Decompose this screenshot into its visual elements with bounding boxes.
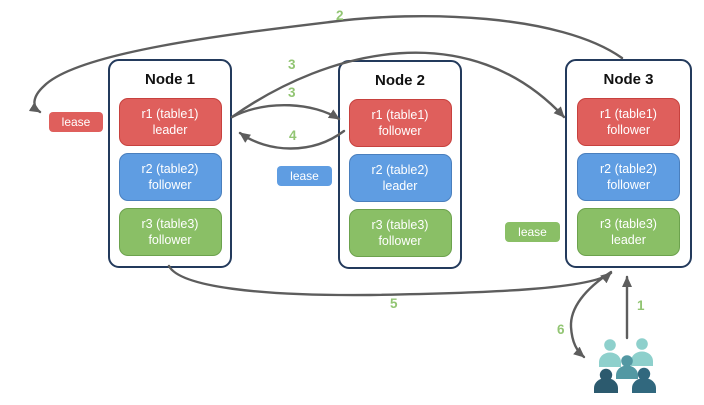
replica-id: r1 (table1) (371, 107, 429, 122)
node-1-replica-r3: r3 (table3) follower (118, 208, 222, 256)
node-2-title: Node 2 (374, 72, 425, 89)
replica-role: follower (606, 123, 651, 137)
replica-id: r2 (table2) (141, 161, 199, 176)
step-label-3b: 3 (288, 85, 296, 100)
node-1: Node 1 r1 (table1) leader r2 (table2) fo… (108, 59, 232, 268)
replica-role: follower (606, 178, 651, 192)
replica-role: leader (382, 179, 418, 193)
step-label-3a: 3 (288, 57, 296, 72)
replica-id: r2 (table2) (600, 161, 657, 176)
replica-id: r3 (table3) (141, 216, 199, 231)
users-group-icon (594, 338, 656, 393)
replica-role: follower (148, 233, 192, 247)
node-1-replica-r2: r2 (table2) follower (118, 153, 222, 201)
step-label-2: 2 (336, 8, 344, 23)
node-1-replica-r1: r1 (table1) leader (118, 98, 222, 146)
node-3-replica-r3: r3 (table3) leader (577, 208, 680, 256)
replica-id: r1 (table1) (600, 106, 657, 121)
node-2: Node 2 r1 (table1) follower r2 (table2) … (338, 60, 462, 269)
step-label-6: 6 (557, 322, 565, 337)
node-1-title: Node 1 (144, 71, 195, 88)
lease-badge-table3: lease (505, 222, 560, 242)
replica-id: r3 (table3) (371, 217, 429, 232)
node-3-replica-r2: r2 (table2) follower (577, 153, 680, 201)
step-label-1: 1 (637, 298, 645, 313)
replica-id: r1 (table1) (141, 106, 199, 121)
replica-role: leader (152, 123, 188, 137)
replica-role: follower (148, 178, 192, 192)
node-3-title: Node 3 (603, 71, 654, 88)
replica-role: follower (378, 234, 422, 248)
node-3: Node 3 r1 (table1) follower r2 (table2) … (565, 59, 692, 268)
node-2-replica-r2: r2 (table2) leader (348, 154, 452, 202)
node-3-replica-r1: r1 (table1) follower (577, 98, 680, 146)
step-label-5: 5 (390, 296, 398, 311)
lease-badge-table2: lease (277, 166, 332, 186)
replica-role: leader (611, 233, 646, 247)
arrow-step3-leader-to-node2 (230, 103, 341, 121)
node-2-replica-r1: r1 (table1) follower (348, 99, 452, 147)
arrow-step5-node1-to-node3 (167, 264, 613, 297)
replica-id: r3 (table3) (600, 216, 657, 231)
replica-role: follower (378, 124, 422, 138)
node-2-replica-r3: r3 (table3) follower (348, 209, 452, 257)
replica-id: r2 (table2) (371, 162, 429, 177)
lease-badge-table1: lease (49, 112, 103, 132)
step-label-4: 4 (289, 128, 297, 143)
arrow-step6-node3-to-clients (569, 270, 613, 359)
